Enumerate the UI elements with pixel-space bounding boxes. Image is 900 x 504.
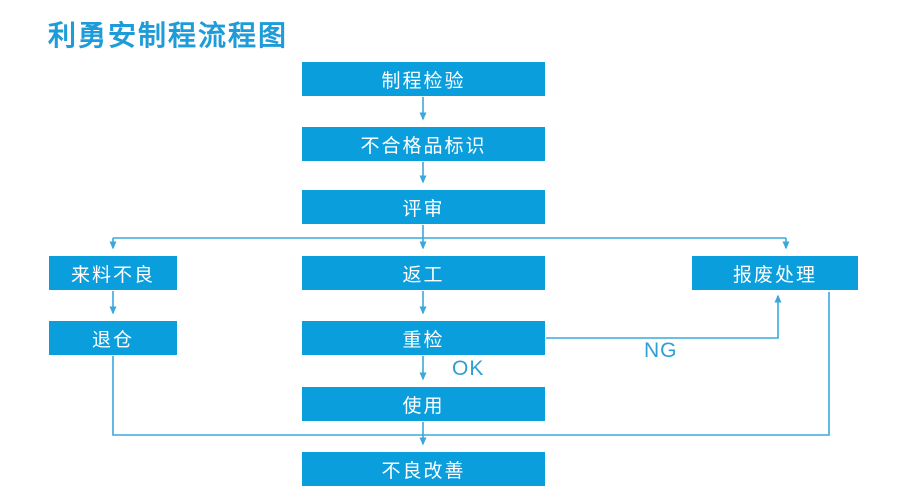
node-scrap-disposal: 报废处理	[692, 256, 858, 290]
edge-label-ok: OK	[452, 357, 485, 380]
node-use: 使用	[302, 387, 545, 421]
node-recheck: 重检	[302, 321, 545, 355]
edge-label-ng: NG	[644, 339, 678, 362]
edge-recheck-to-scrap-ng	[546, 294, 782, 339]
node-process-inspection: 制程检验	[302, 62, 545, 96]
edge-return-to-improvement-rail	[112, 292, 830, 436]
node-incoming-material-defect: 来料不良	[49, 256, 177, 290]
node-nonconforming-identification: 不合格品标识	[302, 127, 545, 161]
node-rework: 返工	[302, 256, 545, 290]
page-title: 利勇安制程流程图	[48, 20, 289, 51]
node-defect-improvement: 不良改善	[302, 452, 545, 486]
node-review: 评审	[302, 190, 545, 224]
node-return-to-warehouse: 退仓	[49, 321, 177, 355]
